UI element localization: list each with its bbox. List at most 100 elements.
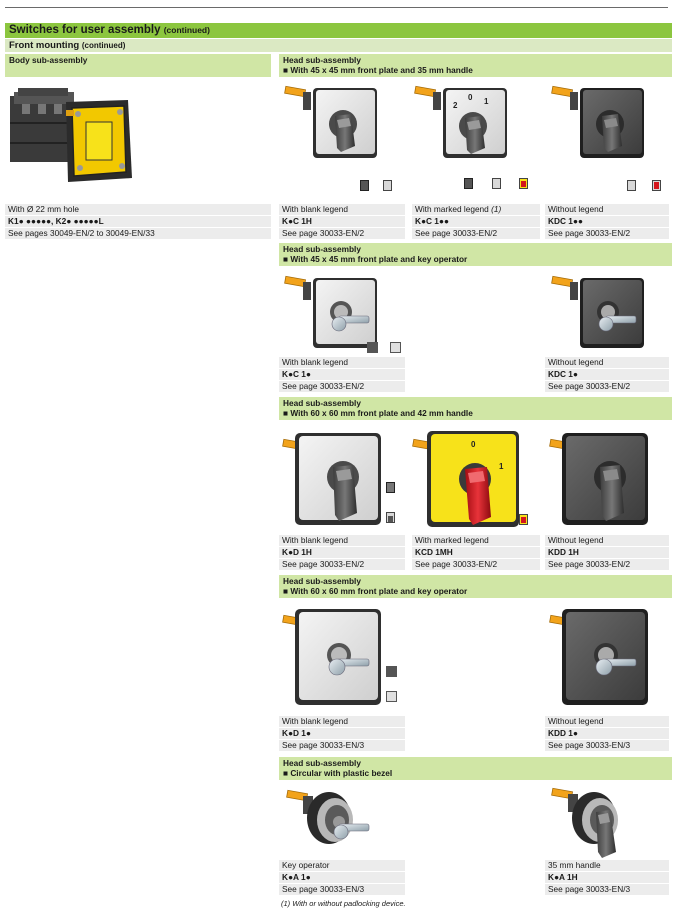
section-heading-text: Head sub-assembly bbox=[283, 758, 361, 768]
product-info: Without legend KDC 1●● See page 30033-EN… bbox=[545, 204, 669, 240]
product-desc: With marked legend bbox=[415, 204, 489, 214]
product-page: See page 30033-EN/2 bbox=[545, 559, 669, 571]
product-desc: Without legend bbox=[545, 716, 669, 728]
product-page: See page 30033-EN/2 bbox=[545, 228, 669, 240]
legend-light-icon bbox=[627, 180, 636, 191]
section-bullet-text: ■ Circular with plastic bezel bbox=[283, 768, 393, 778]
product-info: With blank legend K●D 1H See page 30033-… bbox=[279, 535, 405, 571]
product-page: See page 30033-EN/3 bbox=[279, 740, 405, 752]
section-heading: Head sub-assembly ■ Circular with plasti… bbox=[279, 757, 672, 780]
product-ref: K●A 1● bbox=[279, 872, 405, 884]
plate-mark-0: 0 bbox=[471, 440, 476, 449]
product-ref: KDC 1●● bbox=[545, 216, 669, 228]
switch-head-image bbox=[551, 85, 644, 158]
product-page: See page 30033-EN/2 bbox=[279, 228, 405, 240]
product-info: With blank legend K●C 1● See page 30033-… bbox=[279, 357, 405, 393]
product-info: Key operator K●A 1● See page 30033-EN/3 bbox=[279, 860, 405, 896]
product-info: With marked legend (1) K●C 1●● See page … bbox=[412, 204, 540, 240]
section-heading-text: Head sub-assembly bbox=[283, 244, 361, 254]
product-page: See page 30033-EN/2 bbox=[279, 381, 405, 393]
page-subtitle-suffix: (continued) bbox=[81, 41, 126, 50]
product-page: See page 30033-EN/3 bbox=[545, 884, 669, 896]
body-subassembly-image bbox=[10, 88, 132, 182]
product-desc: With blank legend bbox=[279, 204, 405, 216]
product-desc: With blank legend bbox=[279, 535, 405, 547]
body-assembly-heading-text: Body sub-assembly bbox=[9, 55, 88, 65]
product-info: With blank legend K●D 1● See page 30033-… bbox=[279, 716, 405, 752]
top-rule bbox=[5, 7, 668, 8]
legend-dark-icon bbox=[386, 482, 395, 493]
circular-handle-head-image bbox=[551, 787, 618, 858]
key-head-large-image bbox=[549, 609, 648, 705]
legend-light-swatch bbox=[386, 691, 397, 702]
legend-dark-icon bbox=[464, 178, 473, 189]
product-ref: KCD 1MH bbox=[412, 547, 540, 559]
product-desc: With marked legend bbox=[412, 535, 540, 547]
page-title-suffix: (continued) bbox=[163, 25, 210, 35]
product-info: With marked legend KCD 1MH See page 3003… bbox=[412, 535, 540, 571]
section-bullet-text: ■ With 45 x 45 mm front plate and key op… bbox=[283, 254, 468, 264]
body-assembly-heading: Body sub-assembly bbox=[5, 54, 271, 77]
section-bullet-text: ■ With 60 x 60 mm front plate and 42 mm … bbox=[283, 408, 473, 418]
product-info: Without legend KDC 1● See page 30033-EN/… bbox=[545, 357, 669, 393]
page-title-text: Switches for user assembly bbox=[9, 24, 161, 36]
switch-head-image bbox=[284, 85, 377, 158]
circular-key-head-image bbox=[286, 789, 370, 844]
product-page: See page 30033-EN/2 bbox=[412, 228, 540, 240]
product-info: Without legend KDD 1● See page 30033-EN/… bbox=[545, 716, 669, 752]
product-ref: K●C 1● bbox=[279, 369, 405, 381]
product-desc: Without legend bbox=[545, 204, 669, 216]
product-page: See page 30033-EN/3 bbox=[545, 740, 669, 752]
product-ref: KDD 1H bbox=[545, 547, 669, 559]
plate-mark-1: 1 bbox=[484, 97, 489, 106]
product-page: See page 30033-EN/3 bbox=[279, 884, 405, 896]
section-bullet-text: ■ With 60 x 60 mm front plate and key op… bbox=[283, 586, 468, 596]
product-ref: KDD 1● bbox=[545, 728, 669, 740]
key-head-large-image bbox=[282, 609, 381, 705]
switch-head-large-image bbox=[549, 433, 648, 525]
section-heading-text: Head sub-assembly bbox=[283, 55, 361, 65]
switch-head-large-image bbox=[282, 433, 381, 525]
product-desc: With blank legend bbox=[279, 716, 405, 728]
legend-yellow-icon bbox=[519, 178, 528, 189]
product-ref: K●D 1● bbox=[279, 728, 405, 740]
info-line: With Ø 22 mm hole bbox=[5, 204, 271, 216]
product-ref: K●D 1H bbox=[279, 547, 405, 559]
plate-mark-1: 1 bbox=[499, 462, 504, 471]
product-desc: Key operator bbox=[279, 860, 405, 872]
plate-mark-2: 2 bbox=[453, 101, 458, 110]
switch-head-large-marked-image: 0 1 bbox=[412, 431, 519, 527]
product-ref: K●C 1H bbox=[279, 216, 405, 228]
legend-dark-swatch bbox=[386, 666, 397, 677]
section-bullet-text: ■ With 45 x 45 mm front plate and 35 mm … bbox=[283, 65, 473, 75]
legend-dark-swatch bbox=[367, 342, 378, 353]
section-heading-text: Head sub-assembly bbox=[283, 576, 361, 586]
legend-yellow-icon bbox=[519, 514, 528, 525]
product-ref: K●A 1H bbox=[545, 872, 669, 884]
product-page: See page 30033-EN/2 bbox=[279, 559, 405, 571]
key-head-image bbox=[284, 275, 377, 348]
info-line: See pages 30049-EN/2 to 30049-EN/33 bbox=[5, 228, 271, 240]
product-page: See page 30033-EN/2 bbox=[412, 559, 540, 571]
page-subtitle-text: Front mounting bbox=[9, 40, 80, 51]
plate-mark-0: 0 bbox=[468, 93, 473, 102]
product-desc: Without legend bbox=[545, 535, 669, 547]
product-desc: 35 mm handle bbox=[545, 860, 669, 872]
product-ref: KDC 1● bbox=[545, 369, 669, 381]
section-heading: Head sub-assembly ■ With 60 x 60 mm fron… bbox=[279, 397, 672, 420]
info-line-ref: K1● ●●●●●, K2● ●●●●●L bbox=[5, 216, 271, 228]
product-desc-row: With marked legend (1) bbox=[412, 204, 540, 216]
page-subtitle: Front mounting (continued) bbox=[5, 39, 672, 52]
footnote: (1) With or without padlocking device. bbox=[281, 899, 406, 908]
section-heading: Head sub-assembly ■ With 60 x 60 mm fron… bbox=[279, 575, 672, 598]
product-page: See page 30033-EN/2 bbox=[545, 381, 669, 393]
product-info: Without legend KDD 1H See page 30033-EN/… bbox=[545, 535, 669, 571]
legend-red-icon bbox=[652, 180, 661, 191]
body-assembly-info: With Ø 22 mm hole K1● ●●●●●, K2● ●●●●●L … bbox=[5, 204, 271, 240]
legend-light-swatch bbox=[390, 342, 401, 353]
switch-head-image: 2 0 1 bbox=[414, 85, 507, 158]
product-info: 35 mm handle K●A 1H See page 30033-EN/3 bbox=[545, 860, 669, 896]
legend-light-icon bbox=[386, 512, 395, 523]
product-info: With blank legend K●C 1H See page 30033-… bbox=[279, 204, 405, 240]
section-heading: Head sub-assembly ■ With 45 x 45 mm fron… bbox=[279, 54, 672, 77]
